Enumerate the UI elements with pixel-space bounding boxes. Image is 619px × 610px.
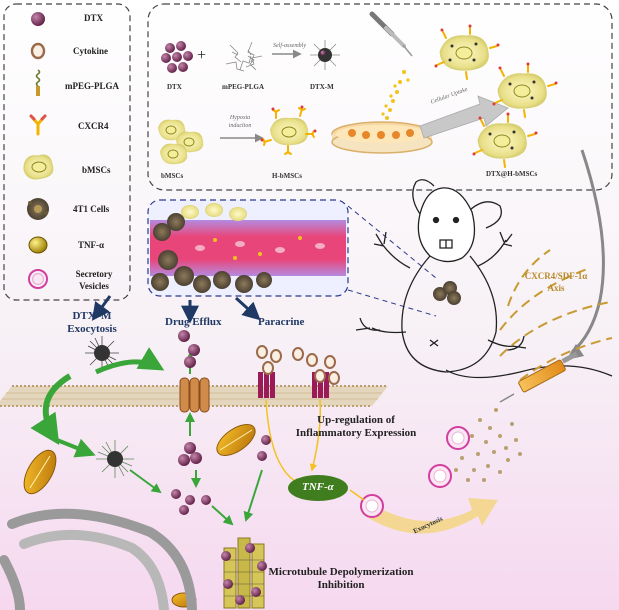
release-arrow <box>129 469 162 494</box>
label-upregulation: Up-regulation of Inflammatory Expression <box>295 414 417 439</box>
preparation-panel <box>147 3 613 191</box>
mpeg-plga-legend-icon <box>35 69 41 87</box>
pipette-icon <box>369 11 413 57</box>
legend-label-mpeg-plga: mPEG-PLGA <box>65 81 119 91</box>
micelle-top <box>85 336 119 370</box>
microtubule <box>221 537 267 609</box>
mitochondria <box>23 423 256 608</box>
tnf-badge-label: TNF-α <box>302 481 334 493</box>
released-particles <box>454 408 522 482</box>
label-cxcr4-axis: CXCR4/SDF-1α Axis <box>524 271 588 293</box>
prep-label-dtx-h-bmscs: DTX@H-bMSCs <box>486 170 538 178</box>
label-microtubule: Microtubule Depolymerization Inhibition <box>268 566 414 591</box>
exocytosis-arrow <box>362 498 498 534</box>
vesicle-legend-icon <box>28 269 48 289</box>
tnf-to-vesicle-line <box>349 489 365 501</box>
zoom-line-bottom <box>347 289 437 317</box>
legend-label-cytokine: Cytokine <box>73 46 109 56</box>
prep-label-mpeg-plga: mPEG-PLGA <box>222 83 264 91</box>
bmscs-legend-icon <box>23 154 54 180</box>
injection-flow-arrow <box>571 149 605 354</box>
microtubule-arrow-c <box>243 469 263 522</box>
prep-label-bmscs: bMSCs <box>161 172 184 180</box>
legend-label-4t1: 4T1 Cells <box>73 204 110 214</box>
mpeg-plga-strands-icon <box>225 41 263 72</box>
dtx-legend-icon <box>31 12 45 26</box>
legend-label-cxcr4: CXCR4 <box>78 121 109 131</box>
micelle-entry-arrow <box>30 373 72 446</box>
paracrine-navy-arrow <box>234 296 261 321</box>
cxcr4-axis-arcs <box>499 249 613 381</box>
label-dtx-m-exocytosis: DTX–M Exocytosis <box>67 310 117 335</box>
exocytosis-navy-arrow <box>91 295 112 321</box>
dtx-cluster-icon <box>161 41 193 73</box>
micelle-exit-arrow <box>94 347 165 375</box>
mouse-illustration <box>355 179 613 379</box>
legend-panel <box>3 3 131 301</box>
micelle-inner-arrow <box>51 436 96 458</box>
microtubule-arrow-b <box>211 505 234 526</box>
prep-label-hypoxia: Hypoxia induction <box>228 115 252 129</box>
paracrine-receptors <box>256 345 340 398</box>
legend-label-tnf: TNF-α <box>78 240 105 250</box>
prep-label-self-assembly: Self-assembly <box>273 43 306 49</box>
tnf-badge <box>288 475 348 501</box>
legend-label-vesicles: Secretory Vesicles <box>75 269 113 291</box>
legend-label-dtx: DTX <box>84 13 104 23</box>
bmscs-cluster-icon <box>158 119 204 165</box>
endoplasmic-reticulum <box>0 508 197 610</box>
cytokine-legend-icon <box>30 42 46 60</box>
loaded-bmscs-group <box>434 24 558 168</box>
tumor-cluster <box>151 213 272 293</box>
prep-label-dtx: DTX <box>167 83 182 91</box>
dtx-micelle-icon <box>310 40 340 70</box>
paracrine-signal-line-b <box>309 399 322 472</box>
vessel-panel <box>147 199 349 297</box>
dtx-particles <box>171 330 271 515</box>
micelle-inside <box>96 440 134 478</box>
mouse-tumor <box>433 281 461 305</box>
label-drug-efflux: Drug Efflux <box>165 316 222 328</box>
tnf-legend-icon <box>28 236 48 254</box>
efflux-pump <box>179 377 210 413</box>
h-bmscs-icon <box>260 105 317 155</box>
cellular-uptake-arrow <box>419 95 509 139</box>
legend-label-bmscs: bMSCs <box>82 165 111 175</box>
syringe-icon <box>499 351 579 403</box>
prep-label-h-bmscs: H-bMSCs <box>272 172 302 180</box>
label-paracrine: Paracrine <box>258 316 305 328</box>
secretory-vesicles <box>360 426 470 518</box>
plus-sign: + <box>197 47 207 64</box>
droplets <box>381 70 410 120</box>
tumor-cell-legend-icon <box>27 198 49 220</box>
petri-dish-icon <box>331 121 433 154</box>
prep-label-dtx-m: DTX-M <box>310 83 334 91</box>
